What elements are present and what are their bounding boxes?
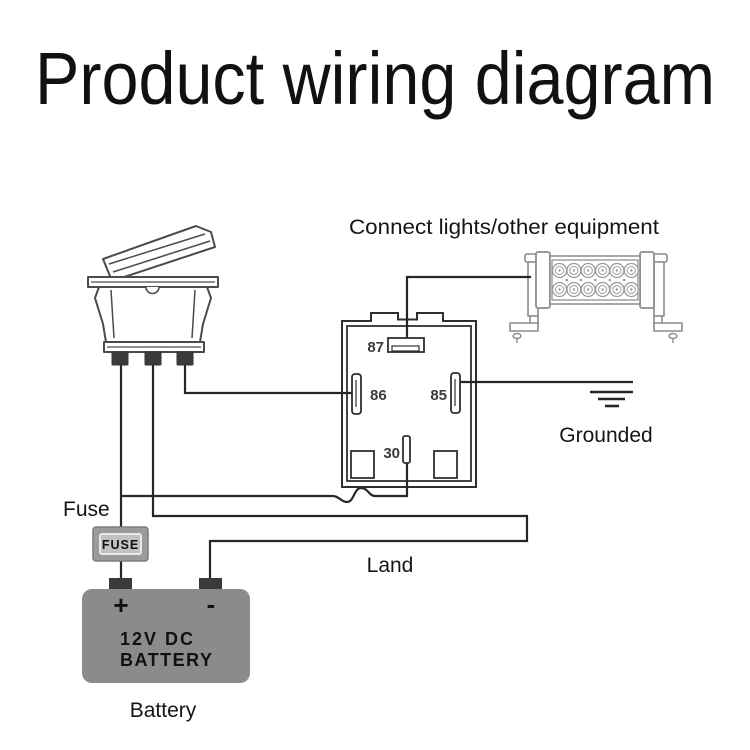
clamp-screw-icon [512, 332, 522, 340]
led-light-bar [509, 251, 683, 343]
fuse-inner-box [99, 533, 142, 555]
battery-plus-sign: + [113, 590, 128, 620]
ground-symbol-icon [590, 390, 633, 408]
page-title: Product wiring diagram [35, 37, 715, 120]
wire-switch-to-battery-negative [151, 360, 529, 580]
wire-87-to-lightbar [405, 275, 531, 340]
relay-terminals: 87 86 85 30 [351, 337, 461, 464]
relay-left-foot-notch [350, 450, 375, 479]
battery-text-line1: 12V DC [120, 629, 195, 649]
lightbar-left-endcap [535, 251, 551, 309]
battery-text-line2: BATTERY [120, 650, 214, 670]
battery: + - 12V DC BATTERY [82, 578, 250, 683]
led-array [551, 262, 639, 298]
relay-pin30-terminal [402, 435, 411, 464]
switch-terminal-3 [176, 351, 194, 366]
battery-minus-sign: - [207, 589, 216, 619]
right-mounting-bracket [650, 253, 683, 343]
lightbar-right-endcap [639, 251, 655, 309]
switch-flip-cover [102, 225, 216, 282]
battery-caption: Battery [130, 699, 197, 722]
relay-right-foot-notch [433, 450, 458, 479]
pin-86-label: 86 [370, 387, 387, 404]
battery-body [82, 589, 250, 683]
switch-terminal-1 [111, 351, 129, 366]
switch-terminal-2 [144, 351, 162, 366]
fuse-text: FUSE [102, 538, 139, 552]
switch-notch [145, 286, 160, 295]
rocker-switch [87, 225, 219, 366]
pin-87-label: 87 [367, 339, 384, 356]
connect-equipment-label: Connect lights/other equipment [349, 216, 659, 239]
wire-switch-to-pin86 [183, 360, 353, 395]
battery-positive-terminal [109, 578, 132, 591]
battery-negative-terminal [199, 578, 222, 591]
fuse-holder: FUSE [92, 526, 149, 562]
relay-pin87-terminal [387, 337, 425, 353]
clamp-screw-icon [668, 332, 678, 340]
pin-85-label: 85 [430, 387, 447, 404]
fuse-label: Fuse [63, 498, 110, 521]
grounded-label: Grounded [559, 424, 652, 447]
land-label: Land [367, 554, 414, 577]
pin-30-label: 30 [383, 445, 400, 462]
wire-pin30-to-fuse-junction [121, 462, 409, 504]
